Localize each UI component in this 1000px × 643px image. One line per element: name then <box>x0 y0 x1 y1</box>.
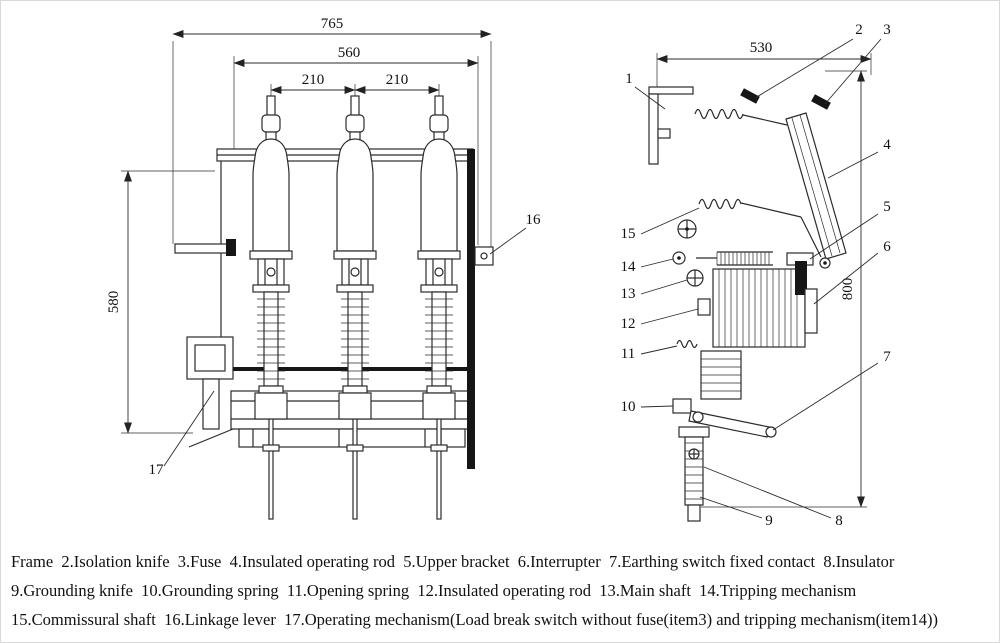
caption-line-2: 9.Grounding knife 10.Grounding spring 11… <box>11 581 857 600</box>
tripping-spring <box>694 108 744 120</box>
pole-left <box>249 95 293 520</box>
side-part-labels: 1 2 3 4 5 6 7 8 9 10 11 12 13 <box>621 22 892 529</box>
upper-contact-assembly <box>694 88 831 126</box>
post-insulator <box>684 436 704 506</box>
drive-coil <box>716 252 770 265</box>
side-frame <box>648 86 694 165</box>
part-label-5: 5 <box>883 199 891 215</box>
drive-arm <box>174 243 232 254</box>
dimension-depth: 530 <box>656 40 872 89</box>
part-label-16: 16 <box>526 212 542 228</box>
dim-210-right: 210 <box>386 72 409 88</box>
caption-line-3: 15.Commissural shaft 16.Linkage lever 17… <box>11 610 938 629</box>
part-label-14: 14 <box>621 259 637 275</box>
fuse-tube <box>785 112 847 269</box>
insulated-operating-rod <box>697 298 711 316</box>
caption-line-1: Frame 2.Isolation knife 3.Fuse 4.Insulat… <box>11 552 895 571</box>
opening-spring <box>676 339 698 349</box>
dim-765: 765 <box>321 16 344 32</box>
operating-mechanism-box <box>186 336 234 380</box>
dimension-overall-width: 765 <box>172 16 492 247</box>
dim-560: 560 <box>338 45 361 61</box>
technical-drawing: 765 560 210 210 580 <box>106 16 892 529</box>
part-label-8: 8 <box>835 513 843 529</box>
part-label-13: 13 <box>621 286 636 302</box>
side-view: 530 800 <box>621 22 892 529</box>
front-view: 765 560 210 210 580 <box>106 16 542 520</box>
dim-800: 800 <box>840 278 856 301</box>
commissural-spring <box>698 198 742 210</box>
linkage-lever-bar <box>467 149 475 469</box>
part-label-12: 12 <box>621 316 636 332</box>
part-label-7: 7 <box>883 349 891 365</box>
earthing-switch-arm <box>688 410 770 438</box>
grounding-knife <box>687 504 701 522</box>
fixed-contact-housing <box>804 288 818 334</box>
part-label-15: 15 <box>621 226 636 242</box>
fuse-top-contact <box>811 94 831 110</box>
pole-right <box>417 95 461 520</box>
part-label-6: 6 <box>883 239 891 255</box>
front-part-labels: 16 17 <box>149 212 542 478</box>
dimension-bracket-width: 560 <box>233 45 479 245</box>
interrupter <box>712 252 818 348</box>
part-label-4: 4 <box>883 137 891 153</box>
part-label-1: 1 <box>625 71 633 87</box>
dim-580: 580 <box>106 291 122 314</box>
tripping-mechanism <box>672 251 686 265</box>
part-label-11: 11 <box>621 346 635 362</box>
part-label-10: 10 <box>621 399 636 415</box>
part-label-17: 17 <box>149 462 165 478</box>
part-label-9: 9 <box>765 513 773 529</box>
dim-210-left: 210 <box>302 72 325 88</box>
grounding-spring-bracket <box>672 398 692 414</box>
isolation-knife-contact <box>740 88 760 104</box>
dimension-height: 580 <box>106 170 215 434</box>
earthing-fixed-contact <box>765 426 777 438</box>
lower-assembly <box>672 339 777 522</box>
middle-linkage <box>672 198 822 316</box>
part-label-2: 2 <box>855 22 863 38</box>
pole-middle <box>333 95 377 520</box>
part-label-3: 3 <box>883 22 891 38</box>
parts-legend: Frame 2.Isolation knife 3.Fuse 4.Insulat… <box>1 544 999 634</box>
dim-530: 530 <box>750 40 773 56</box>
interrupter-body <box>712 268 806 348</box>
